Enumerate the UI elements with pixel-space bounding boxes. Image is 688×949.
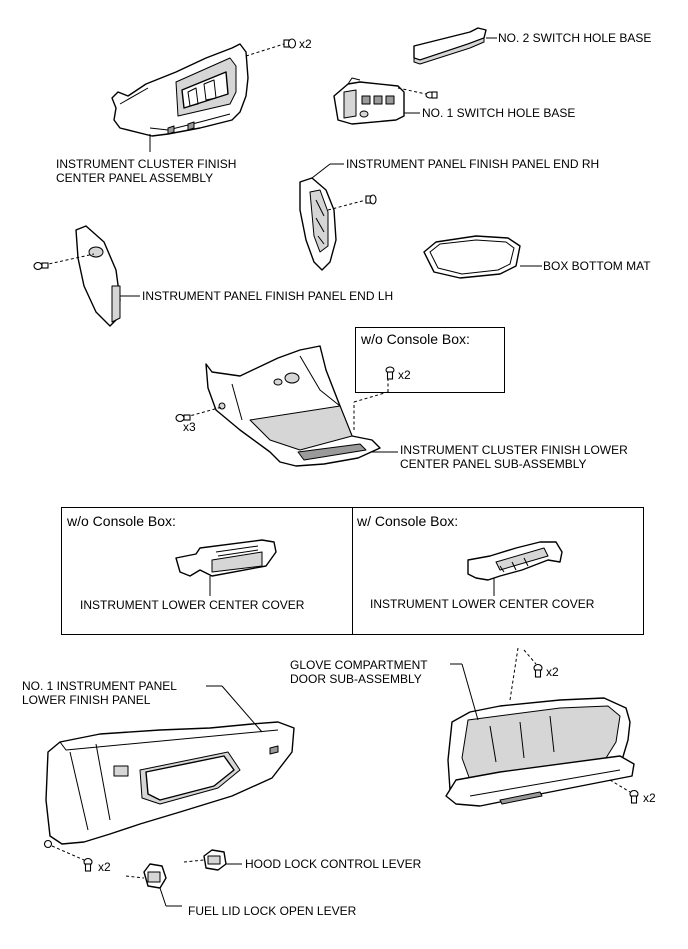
wo-console-box-small — [355, 327, 505, 393]
screw-icon — [283, 38, 297, 49]
label-lower-cover-wo: INSTRUMENT LOWER CENTER COVER — [80, 598, 305, 612]
instrument-panel-finish-panel-end-lh — [75, 225, 121, 327]
screw-icon — [83, 857, 93, 872]
bolt-icon — [533, 663, 543, 678]
label-fuel-lid-lever: FUEL LID LOCK OPEN LEVER — [188, 904, 357, 918]
w-console-box-right-title: w/ Console Box: — [357, 513, 459, 529]
label-panel-end-lh: INSTRUMENT PANEL FINISH PANEL END LH — [142, 289, 394, 303]
no1-switch-hole-base — [333, 77, 405, 125]
label-hood-lock-lever: HOOD LOCK CONTROL LEVER — [245, 857, 422, 871]
qty-glove-bottom-screw: x2 — [643, 791, 656, 805]
bolt-icon — [629, 789, 639, 804]
instrument-cluster-finish-center-panel — [111, 43, 249, 137]
label-no2-switch-hole-base: NO. 2 SWITCH HOLE BASE — [498, 31, 652, 45]
label-no1-lower-line2: LOWER FINISH PANEL — [22, 693, 151, 707]
label-lower-cover-w: INSTRUMENT LOWER CENTER COVER — [370, 597, 595, 611]
label-no1-switch-hole-base: NO. 1 SWITCH HOLE BASE — [422, 106, 576, 120]
qty-no1-lower-screw: x2 — [98, 860, 111, 874]
label-cluster-center-line2: CENTER PANEL ASSEMBLY — [56, 171, 214, 185]
wo-console-box-left-title: w/o Console Box: — [67, 513, 176, 529]
instrument-panel-finish-panel-end-rh — [299, 177, 337, 271]
glove-compartment-door — [445, 697, 635, 807]
qty-wo-console-screw: x2 — [398, 368, 411, 382]
label-glove-line2: DOOR SUB-ASSEMBLY — [290, 672, 422, 686]
clip-icon — [43, 839, 53, 849]
label-no1-lower-line1: NO. 1 INSTRUMENT PANEL — [22, 679, 177, 693]
clip-icon — [33, 261, 49, 271]
screw-icon — [365, 194, 377, 205]
qty-lower-center-clip: x3 — [183, 420, 196, 434]
no2-switch-hole-base — [413, 27, 487, 65]
wo-console-box-small-title: w/o Console Box: — [361, 331, 470, 347]
label-lower-center-line2: CENTER PANEL SUB-ASSEMBLY — [400, 457, 587, 471]
qty-glove-top-screw: x2 — [546, 665, 559, 679]
instrument-cluster-finish-lower-center-panel — [205, 345, 381, 467]
fuel-lid-lock-open-lever — [143, 863, 167, 889]
label-lower-center-line1: INSTRUMENT CLUSTER FINISH LOWER — [400, 443, 628, 457]
label-cluster-center-line1: INSTRUMENT CLUSTER FINISH — [56, 157, 237, 171]
label-box-bottom-mat: BOX BOTTOM MAT — [543, 259, 651, 273]
label-panel-end-rh: INSTRUMENT PANEL FINISH PANEL END RH — [346, 157, 600, 171]
box-bottom-mat — [423, 235, 521, 279]
screw-icon — [385, 366, 395, 380]
instrument-lower-center-cover-wo-console — [175, 539, 277, 577]
label-glove-line1: GLOVE COMPARTMENT — [290, 658, 428, 672]
clip-icon — [175, 413, 191, 423]
hood-lock-control-lever — [203, 849, 227, 871]
instrument-lower-center-cover-w-console — [467, 541, 563, 581]
clip-icon — [425, 91, 438, 99]
qty-cluster-screw: x2 — [299, 37, 312, 51]
no1-instrument-panel-lower-finish-panel — [45, 721, 295, 845]
lower-cover-divider — [352, 507, 353, 635]
